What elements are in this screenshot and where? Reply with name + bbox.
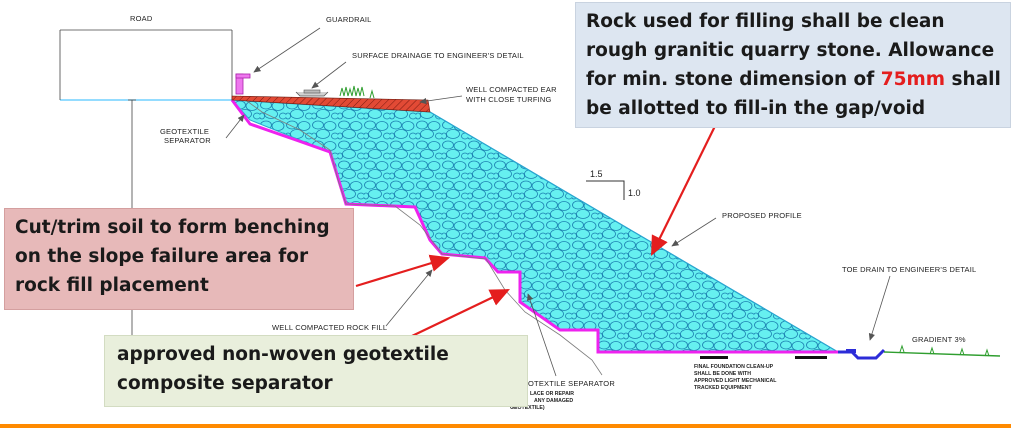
- rock-note-line-1: Rock used for filling shall be clean: [586, 11, 945, 32]
- turfing: [339, 85, 375, 99]
- geotextile-separator-line: [230, 99, 838, 354]
- existing-ground-line: [239, 95, 603, 376]
- replace-note-line-3: GEOTEXTILE): [510, 405, 545, 411]
- bottom-accent-line: [0, 424, 1011, 428]
- geotextile-separator-bottom-label: OTEXTILE SEPARATOR: [528, 379, 615, 388]
- surface-drain: [295, 89, 329, 97]
- geo-note-line-2: composite separator: [117, 373, 333, 394]
- leader-arrows: [225, 27, 891, 377]
- geotextile-label: GEOTEXTILE: [160, 127, 209, 136]
- surface-layer: [231, 95, 431, 113]
- rock-note-line-3-post: shall: [945, 69, 1001, 90]
- geotextile-note: approved non-woven geotextile composite …: [104, 335, 528, 407]
- well-compacted-rock-fill-label: WELL COMPACTED ROCK FILL: [272, 323, 387, 332]
- guardrail-label: GUARDRAIL: [326, 15, 372, 24]
- foundation-note-line-4: TRACKED EQUIPMENT: [694, 385, 752, 391]
- rock-note-line-4: be allotted to fill-in the gap/void: [586, 98, 926, 119]
- rock-fill-note: Rock used for filling shall be clean rou…: [575, 2, 1011, 128]
- red-callout-arrows: [355, 119, 719, 337]
- bench-note-line-1: Cut/trim soil to form benching: [15, 217, 330, 238]
- toe-drain: [838, 348, 886, 360]
- foundation-note-line-2: SHALL BE DONE WITH: [694, 371, 751, 377]
- well-compacted-earth-label: WELL COMPACTED EAR: [466, 85, 557, 94]
- proposed-profile-line: [429, 111, 839, 353]
- replace-note-line-2: ANY DAMAGED: [534, 398, 573, 404]
- foundation-note-line-3: APPROVED LIGHT MECHANICAL: [694, 378, 777, 384]
- gradient-label: GRADIENT 3%: [912, 335, 966, 344]
- guardrail-post: [235, 73, 251, 95]
- road-label: ROAD: [130, 14, 153, 23]
- stone-dimension-highlight: 75mm: [880, 69, 946, 90]
- foundation-cleanup-bars: [700, 356, 827, 359]
- bench-note-line-2: on the slope failure area for: [15, 246, 309, 267]
- geo-note-line-1: approved non-woven geotextile: [117, 344, 449, 365]
- slope-horizontal-label: 1.5: [590, 169, 603, 179]
- benching-note: Cut/trim soil to form benching on the sl…: [4, 208, 354, 310]
- rock-note-line-3-pre: for min. stone dimension of: [586, 69, 881, 90]
- gradient-turfing: [899, 344, 990, 357]
- toe-drain-label: TOE DRAIN TO ENGINEER'S DETAIL: [842, 265, 976, 274]
- rock-note-line-2: rough granitic quarry stone. Allowance: [586, 40, 995, 61]
- slope-vertical-label: 1.0: [628, 188, 641, 198]
- proposed-profile-label: PROPOSED PROFILE: [722, 211, 802, 220]
- slope-ratio-symbol: [586, 180, 625, 200]
- close-turfing-label: WITH CLOSE TURFING: [466, 95, 552, 104]
- surface-drainage-label: SURFACE DRAINAGE TO ENGINEER'S DETAIL: [352, 51, 524, 60]
- rock-note-line-3: for min. stone dimension of 75mm shall: [586, 65, 1010, 94]
- replace-note-line-1: LACE OR REPAIR: [530, 391, 574, 397]
- bench-note-line-3: rock fill placement: [15, 275, 209, 296]
- foundation-note-line-1: FINAL FOUNDATION CLEAN-UP: [694, 364, 774, 370]
- gradient-ground-line: [883, 351, 1001, 357]
- separator-label: SEPARATOR: [164, 136, 211, 145]
